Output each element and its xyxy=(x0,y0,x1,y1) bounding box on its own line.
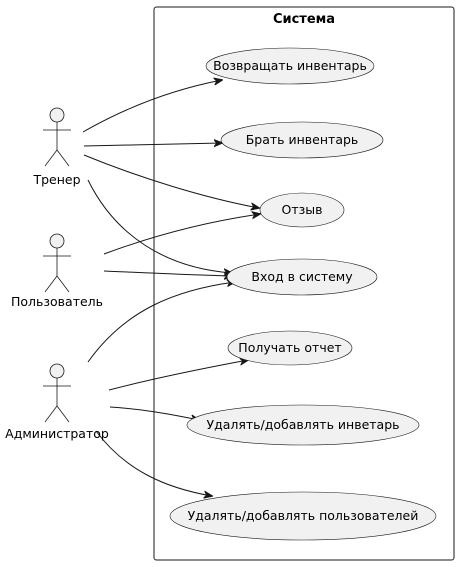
actor-admin-label: Администратор xyxy=(5,426,109,441)
use-case-feedback: Отзыв xyxy=(259,192,345,228)
assoc-admin-login xyxy=(87,282,235,363)
assoc-trainer-login xyxy=(87,179,232,273)
use-case-take: Брать инвентарь xyxy=(220,121,384,159)
assoc-trainer-take xyxy=(83,143,222,146)
stick-figure-icon xyxy=(43,107,71,167)
use-case-take-label: Брать инвентарь xyxy=(246,132,359,147)
use-case-return: Возвращать инвентарь xyxy=(205,47,375,85)
use-case-login-label: Вход в систему xyxy=(251,269,353,284)
use-case-feedback-label: Отзыв xyxy=(281,202,322,217)
actor-trainer: Тренер xyxy=(32,107,81,187)
use-case-edit-inventory-label: Удалять/добавлять инветарь xyxy=(206,417,399,432)
assoc-admin-edit-inventory xyxy=(109,406,199,420)
assoc-user-feedback xyxy=(103,214,260,255)
actor-admin: Администратор xyxy=(5,363,109,441)
use-case-return-label: Возвращать инвентарь xyxy=(213,58,367,73)
assoc-trainer-feedback xyxy=(83,154,259,208)
use-case-edit-inventory: Удалять/добавлять инветарь xyxy=(186,404,420,446)
associations xyxy=(82,80,260,496)
actor-user-label: Пользователь xyxy=(11,294,103,309)
use-case-report: Получать отчет xyxy=(227,330,353,366)
system-title: Система xyxy=(273,12,335,27)
assoc-admin-report xyxy=(108,360,248,391)
stick-figure-icon xyxy=(43,233,71,293)
assoc-trainer-return xyxy=(82,80,222,133)
actor-user: Пользователь xyxy=(11,233,103,309)
use-case-edit-users-label: Удалять/добавлять пользователей xyxy=(188,508,419,523)
stick-figure-icon xyxy=(43,363,71,423)
use-case-report-label: Получать отчет xyxy=(238,340,341,355)
actor-trainer-label: Тренер xyxy=(32,172,80,187)
use-case-login: Вход в систему xyxy=(226,258,378,296)
assoc-admin-edit-users xyxy=(95,430,212,496)
use-case-edit-users: Удалять/добавлять пользователей xyxy=(169,491,437,541)
assoc-user-login xyxy=(103,270,232,276)
